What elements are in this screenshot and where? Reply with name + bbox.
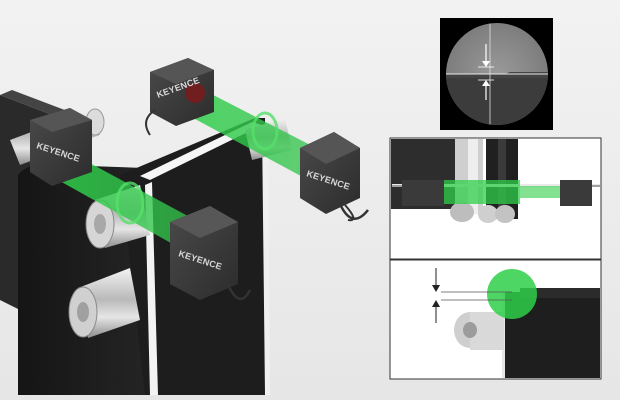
side-emitter (402, 180, 444, 206)
sensor-head-right: KEYENCE (300, 132, 369, 222)
sensor-head-top-left: KEYENCE (145, 58, 214, 136)
sensor-head-left: KEYENCE (30, 108, 92, 186)
machine-scene: KEYENCE KEYENCE KEYENCE KEYENCE (0, 58, 369, 395)
gap-arrows (478, 44, 494, 100)
edge-gap-arrows (432, 268, 440, 323)
side-view-panel (389, 137, 602, 260)
side-beam (444, 180, 520, 204)
beam-upper (182, 82, 320, 182)
spot-view-panel (440, 18, 553, 130)
side-receiver (560, 180, 592, 206)
roller-bottom (68, 268, 140, 338)
edge-detail-panel (389, 259, 602, 380)
sensor-head-bottom: KEYENCE (170, 206, 252, 300)
edge-beam-spot (487, 269, 537, 319)
